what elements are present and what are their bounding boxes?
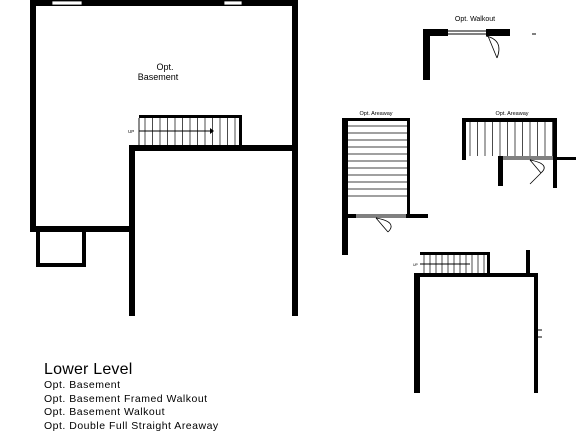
- walkout-stair-up-label: UP: [413, 263, 419, 267]
- areaway-right-door: [530, 160, 544, 184]
- areaway-left-door: [376, 218, 391, 232]
- walkout-basement-stairs: [420, 255, 484, 273]
- stair-up-label: UP: [128, 129, 134, 134]
- legend-option-areaway: Opt. Double Full Straight Areaway: [44, 420, 219, 433]
- legend-title: Lower Level: [44, 360, 219, 379]
- room-label-line2: Basement: [138, 72, 179, 82]
- legend-option-framed-walkout: Opt. Basement Framed Walkout: [44, 393, 219, 407]
- legend-option-basement: Opt. Basement: [44, 379, 219, 393]
- basement-stairs: [139, 115, 242, 148]
- areaway-right-stairs: [470, 122, 553, 156]
- basement-walls: [30, 0, 298, 316]
- areaway-left-stairs: [348, 126, 407, 196]
- walkout-walls: [423, 29, 510, 80]
- walkout-door: [486, 34, 536, 58]
- legend: Lower Level Opt. Basement Opt. Basement …: [44, 360, 219, 433]
- areaway-left-walls: [342, 118, 428, 255]
- areaway-right-walls: [462, 118, 576, 188]
- areaway-left-title: Opt. Areaway: [359, 111, 392, 117]
- room-label-line1: Opt.: [156, 62, 173, 72]
- legend-option-walkout: Opt. Basement Walkout: [44, 406, 219, 420]
- areaway-right-title: Opt. Areaway: [495, 111, 528, 117]
- walkout-title: Opt. Walkout: [455, 16, 495, 23]
